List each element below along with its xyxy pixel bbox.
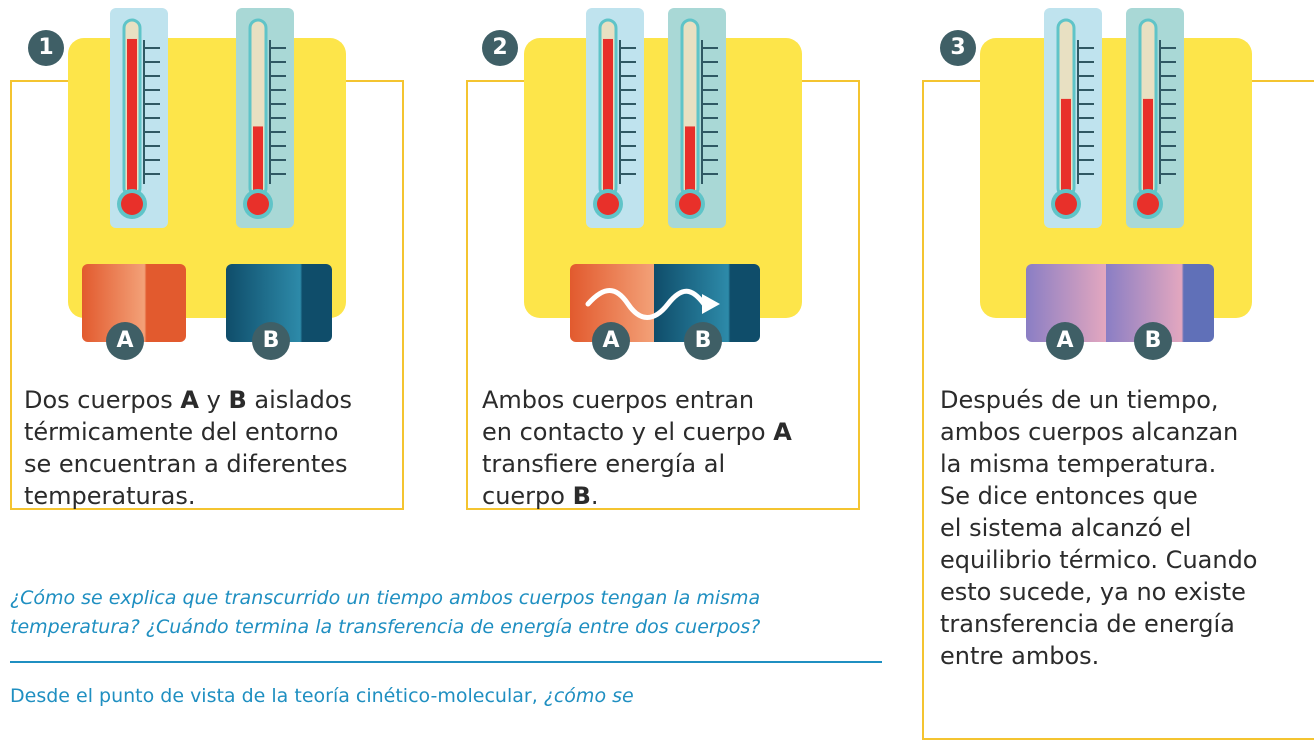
- thermometer-b-icon: [1126, 8, 1184, 228]
- caption-line: térmicamente del entorno: [24, 418, 339, 446]
- caption-line: la misma temperatura.: [940, 450, 1217, 478]
- label-a: A: [1046, 322, 1084, 360]
- section-divider: [10, 661, 882, 663]
- footer-plain: Desde el punto de vista de la teoría cin…: [10, 685, 544, 707]
- question-line: ¿Cómo se explica que transcurrido un tie…: [10, 587, 761, 609]
- energy-transfer-arrow-icon: [585, 288, 720, 320]
- caption-line: Se dice entonces que: [940, 482, 1198, 510]
- caption-line: entre ambos.: [940, 642, 1100, 670]
- caption-line: se encuentran a diferentes: [24, 450, 348, 478]
- label-b: B: [684, 322, 722, 360]
- step-number-badge: 1: [28, 30, 64, 66]
- label-b: B: [252, 322, 290, 360]
- caption-line: transfiere energía al: [482, 450, 726, 478]
- caption-line: esto sucede, ya no existe: [940, 578, 1246, 606]
- step-number-badge: 3: [940, 30, 976, 66]
- label-b: B: [1134, 322, 1172, 360]
- caption-line: Ambos cuerpos entran: [482, 386, 755, 414]
- caption-line: cuerpo B.: [482, 482, 599, 510]
- footer-text: Desde el punto de vista de la teoría cin…: [10, 682, 890, 711]
- caption-line: temperaturas.: [24, 482, 196, 510]
- label-a: A: [592, 322, 630, 360]
- caption-text: Dos cuerpos A y B aislados térmicamente d…: [24, 384, 400, 512]
- caption-line: Dos cuerpos A y B aislados: [24, 386, 353, 414]
- thermometer-b-icon: [668, 8, 726, 228]
- thermometer-b-icon: [236, 8, 294, 228]
- caption-line: equilibrio térmico. Cuando: [940, 546, 1258, 574]
- caption-frame: [466, 80, 860, 510]
- caption-line: Después de un tiempo,: [940, 386, 1219, 414]
- caption-frame: [10, 80, 404, 510]
- caption-line: transferencia de energía: [940, 610, 1235, 638]
- label-a: A: [106, 322, 144, 360]
- guiding-question: ¿Cómo se explica que transcurrido un tie…: [10, 584, 890, 642]
- thermometer-a-icon: [586, 8, 644, 228]
- caption-line: ambos cuerpos alcanzan: [940, 418, 1239, 446]
- caption-line: el sistema alcanzó el: [940, 514, 1192, 542]
- caption-text: Después de un tiempo, ambos cuerpos alcan…: [940, 384, 1314, 672]
- thermometer-a-icon: [1044, 8, 1102, 228]
- question-line: temperatura? ¿Cuándo termina la transfer…: [10, 616, 761, 638]
- step-number-badge: 2: [482, 30, 518, 66]
- thermometer-a-icon: [110, 8, 168, 228]
- footer-italic: ¿cómo se: [543, 685, 634, 707]
- caption-line: en contacto y el cuerpo A: [482, 418, 792, 446]
- caption-text: Ambos cuerpos entran en contacto y el cue…: [482, 384, 858, 512]
